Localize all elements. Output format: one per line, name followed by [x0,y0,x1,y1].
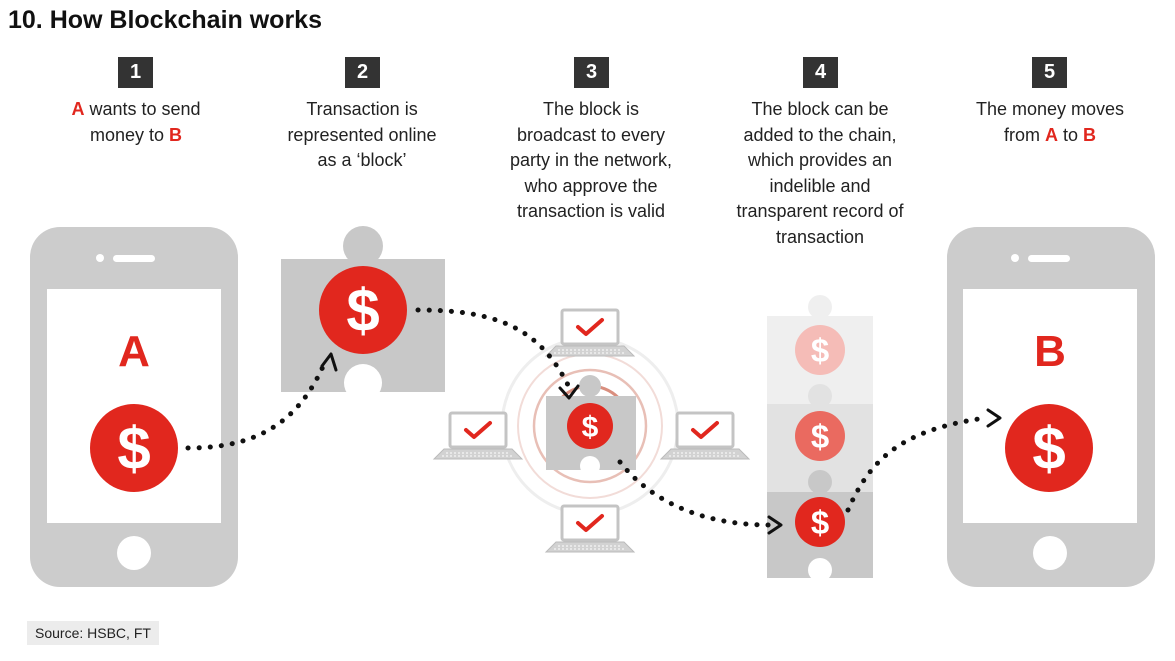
step-text-segment: The block is [542,99,640,119]
step-text-segment: party in the network, [509,150,673,170]
step-text-segment: added to the chain, [743,124,897,145]
step-text-segment: who approve the [524,175,658,196]
highlight-party-label: B [169,124,183,145]
step-4-description: The block can be added to the chain, which… [715,97,925,250]
step-text-segment: to [1058,124,1084,145]
step-5-number: 5 [1032,57,1067,88]
step-5-description: The money moves from A to B [950,97,1150,148]
step-text-segment: from [1003,124,1045,145]
dollar-coin-icon: $ [811,504,829,541]
step-text-segment: which provides an [747,150,893,170]
flow-arrows [185,307,988,528]
page-title: 10. How Blockchain works [8,6,322,34]
laptop-check-icon [544,308,636,358]
arrowhead-icon [986,408,1002,428]
step-1-description: A wants to send money to B [36,97,236,148]
step-3-number: 3 [574,57,609,88]
step-4-number: 4 [803,57,838,88]
step-text-segment: indelible and [769,175,871,196]
dollar-coin-icon: $ [811,332,829,369]
step-text-segment: The money moves [975,99,1125,119]
step-text-segment: wants to send [84,99,201,119]
highlight-party-label: A [71,99,85,119]
step-1-number: 1 [118,57,153,88]
laptop-check-icon [659,411,751,461]
arrowhead-icon [320,352,338,372]
dollar-coin-icon: $ [1032,415,1065,482]
step-3-description: The block is broadcast to every party in t… [486,97,696,225]
dollar-coin-icon: $ [346,277,379,344]
highlight-party-label: A [1045,124,1058,145]
phone-receiver: B $ [947,227,1155,587]
step-text-segment: broadcast to every [516,124,666,145]
step-text-segment: transparent record of [736,201,904,221]
network-broadcast: $ [432,308,751,554]
highlight-party-label: B [1083,124,1097,145]
step-text-segment: represented online [287,124,437,145]
step-2-number: 2 [345,57,380,88]
source-caption: Source: HSBC, FT [27,621,159,645]
phone-sender-label: A [118,327,150,376]
step-text-segment: money to [89,124,170,145]
arrow-chain-to-b [845,415,988,513]
blockchain-stack: $ $ $ [767,295,873,582]
laptop-check-icon [544,504,636,554]
arrow-network-to-chain [617,459,773,528]
step-text-segment: as a ‘block’ [317,150,407,170]
arrowhead-icon [558,384,580,400]
phone-receiver-label: B [1034,327,1066,376]
step-2-description: Transaction is represented online as a ‘bl… [262,97,462,174]
puzzle-block-icon: $ [281,226,445,402]
step-text-segment: transaction [775,226,865,247]
arrowhead-icon [767,515,783,535]
dollar-coin-icon: $ [811,418,829,455]
arrow-a-to-block [185,359,328,451]
laptop-check-icon [432,411,524,461]
dollar-coin-icon: $ [582,411,599,444]
step-text-segment: transaction is valid [516,201,666,221]
step-text-segment: Transaction is [306,99,418,119]
step-text-segment: The block can be [751,99,889,119]
dollar-coin-icon: $ [117,415,150,482]
arrow-block-to-network [415,307,571,388]
phone-sender: A $ [30,227,238,587]
